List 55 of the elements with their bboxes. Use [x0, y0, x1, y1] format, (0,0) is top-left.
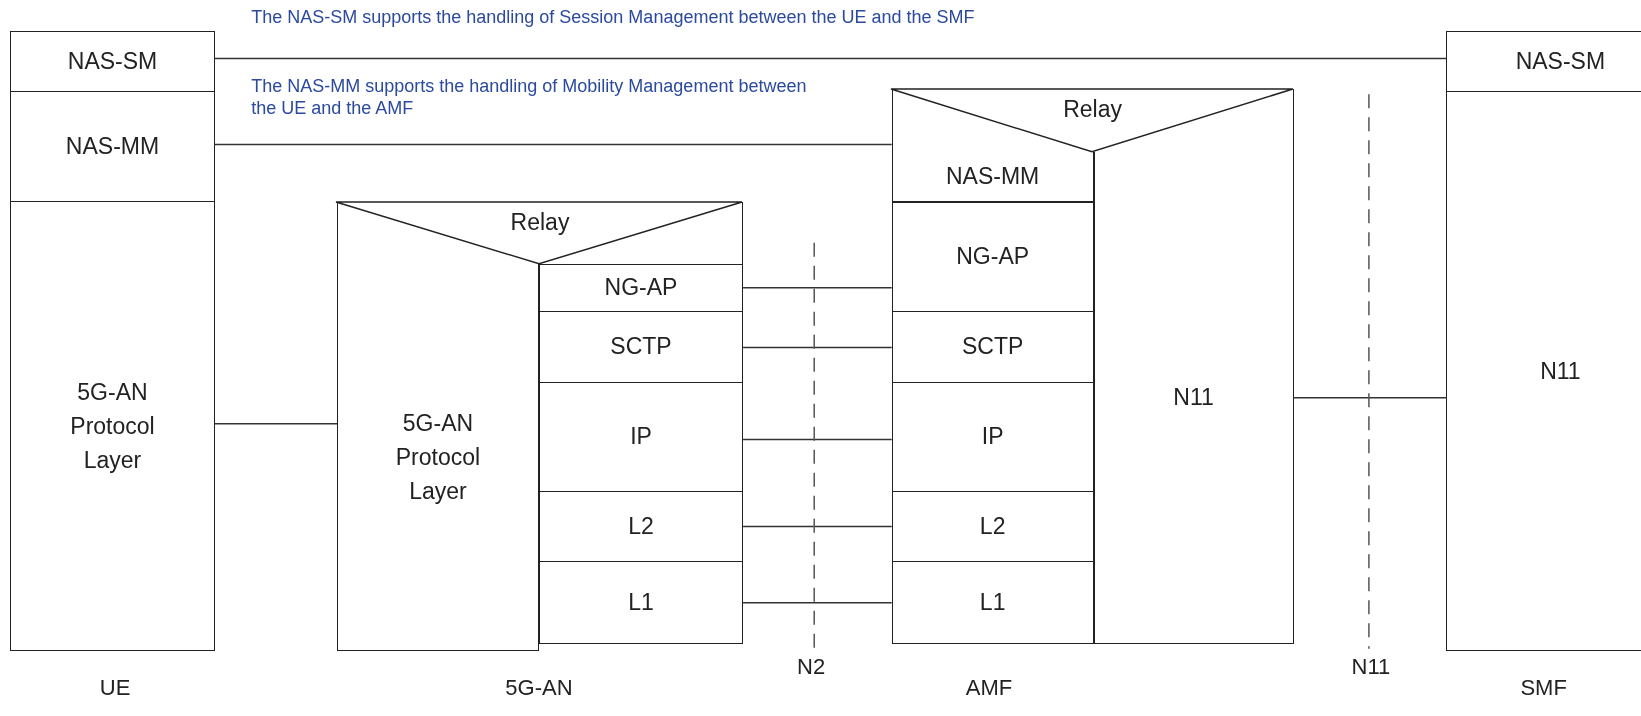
connector-line [742, 438, 893, 441]
protocol-layer-box [891, 491, 1094, 562]
column-label: 5G-AN [505, 675, 573, 701]
column-label: SMF [1520, 675, 1567, 701]
layer-name: NAS-SM [1515, 48, 1606, 76]
column-label: AMF [965, 675, 1013, 701]
layer-name: NG-AP [956, 243, 1030, 271]
protocol-layer-box [891, 562, 1094, 644]
layer-name: 5G-AN Protocol Layer [394, 408, 482, 506]
layer-name: L1 [979, 588, 1006, 616]
relay-triangle [337, 202, 744, 264]
connector-line [742, 602, 893, 604]
connector-line [213, 143, 893, 146]
layer-name: IP [981, 423, 1004, 451]
connector-line [742, 525, 893, 528]
interface-label: N11 [1351, 654, 1391, 681]
layer-name: NAS-MM [946, 162, 1040, 190]
layer-name: NAS-SM [67, 48, 158, 76]
connector-line [213, 57, 1448, 60]
layer-name: 5G-AN Protocol Layer [69, 377, 156, 475]
layer-name: N11 [1173, 383, 1214, 411]
layer-name: SCTP [961, 333, 1024, 361]
layer-name: L1 [628, 588, 654, 616]
connector-line [742, 346, 893, 349]
protocol-layer-box [10, 202, 215, 651]
layer-name: N11 [1540, 357, 1581, 385]
layer-name: NG-AP [604, 274, 678, 302]
layer-name: NAS-MM [65, 133, 160, 161]
protocol-layer-box [1446, 31, 1641, 93]
layer-name: Relay [1063, 96, 1122, 124]
layer-name: SCTP [610, 333, 672, 361]
interface-label: N2 [797, 654, 826, 681]
protocol-layer-box [1093, 151, 1294, 644]
connector-line [742, 287, 893, 289]
protocol-layer-box [538, 562, 744, 644]
connector-line [1292, 396, 1448, 399]
column-label: UE [99, 675, 131, 701]
protocol-layer-box [1446, 92, 1641, 651]
protocol-layer-box [538, 491, 744, 562]
layer-name: IP [630, 423, 652, 451]
layer-name: L2 [979, 512, 1006, 540]
protocol-layer-box [538, 263, 744, 312]
protocol-layer-box [538, 383, 744, 492]
layer-name: L2 [628, 512, 654, 540]
connector-line [213, 423, 338, 425]
protocol-layer-box [891, 311, 1094, 383]
relay-triangle [891, 88, 1294, 152]
protocol-layer-box [891, 383, 1094, 492]
protocol-layer-box [337, 263, 539, 651]
protocol-layer-box [10, 92, 215, 202]
protocol-layer-box [10, 31, 215, 93]
protocol-layer-box [538, 311, 744, 383]
layer-name: Relay [510, 209, 570, 237]
protocol-layer-box [891, 202, 1094, 312]
protocol-layer-box [891, 151, 1094, 202]
